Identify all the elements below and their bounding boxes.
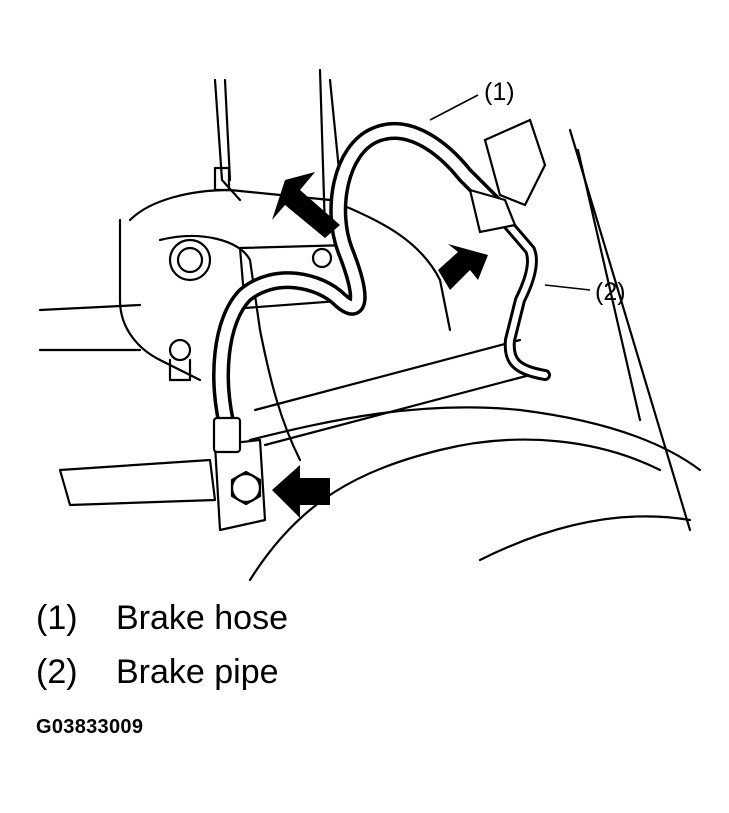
arrow-upper-right bbox=[438, 244, 488, 290]
hub-body bbox=[158, 234, 302, 462]
sensor-cable-2 bbox=[223, 78, 232, 182]
lower-arm-outline bbox=[248, 438, 662, 582]
lower-mount bbox=[213, 438, 267, 532]
figure-id: G03833009 bbox=[36, 716, 144, 738]
brake-pipe bbox=[494, 209, 551, 381]
tie-rod bbox=[58, 458, 217, 507]
crossbar-lower bbox=[263, 373, 532, 447]
drive-shaft-upper bbox=[38, 303, 142, 312]
legend-marker: (1) bbox=[36, 599, 78, 637]
hose-fitting-lower bbox=[212, 416, 242, 454]
legend-label: Brake hose bbox=[116, 599, 288, 637]
sensor-clip bbox=[213, 166, 231, 192]
arrow-upper-left bbox=[272, 172, 340, 238]
callout-2: (2) bbox=[595, 278, 626, 306]
knuckle-back bbox=[118, 218, 202, 382]
caliper-bolt-inner bbox=[176, 246, 204, 274]
crossbar-upper bbox=[253, 338, 522, 412]
legend-item: (1) Brake hose bbox=[36, 598, 288, 638]
strut-tower-line bbox=[318, 68, 327, 232]
callout-1: (1) bbox=[484, 78, 515, 106]
pipe-bracket bbox=[483, 118, 547, 207]
fender-edge-line bbox=[568, 128, 692, 532]
sensor-cable bbox=[213, 78, 242, 202]
brake-hose bbox=[212, 122, 504, 439]
fender-inner-line bbox=[576, 148, 642, 422]
arrow-lower bbox=[272, 465, 330, 518]
lower-bolt-hex bbox=[230, 470, 262, 506]
legend-label: Brake pipe bbox=[116, 653, 279, 691]
hose-fitting-upper bbox=[468, 188, 517, 234]
ball-joint-stem bbox=[168, 358, 192, 382]
legend-item: (2) Brake pipe bbox=[36, 652, 279, 692]
ball-joint bbox=[168, 338, 192, 362]
indicator-arrows bbox=[272, 172, 488, 518]
leader-line-2 bbox=[544, 284, 591, 291]
wheel-well-curve bbox=[478, 515, 692, 562]
brake-line-illustration bbox=[38, 68, 702, 582]
caliper-bolt bbox=[168, 238, 212, 282]
leader-line-1 bbox=[429, 94, 479, 121]
strut-lower-curve bbox=[248, 406, 702, 472]
bracket-bolt bbox=[311, 247, 333, 269]
legend-marker: (2) bbox=[36, 653, 78, 691]
